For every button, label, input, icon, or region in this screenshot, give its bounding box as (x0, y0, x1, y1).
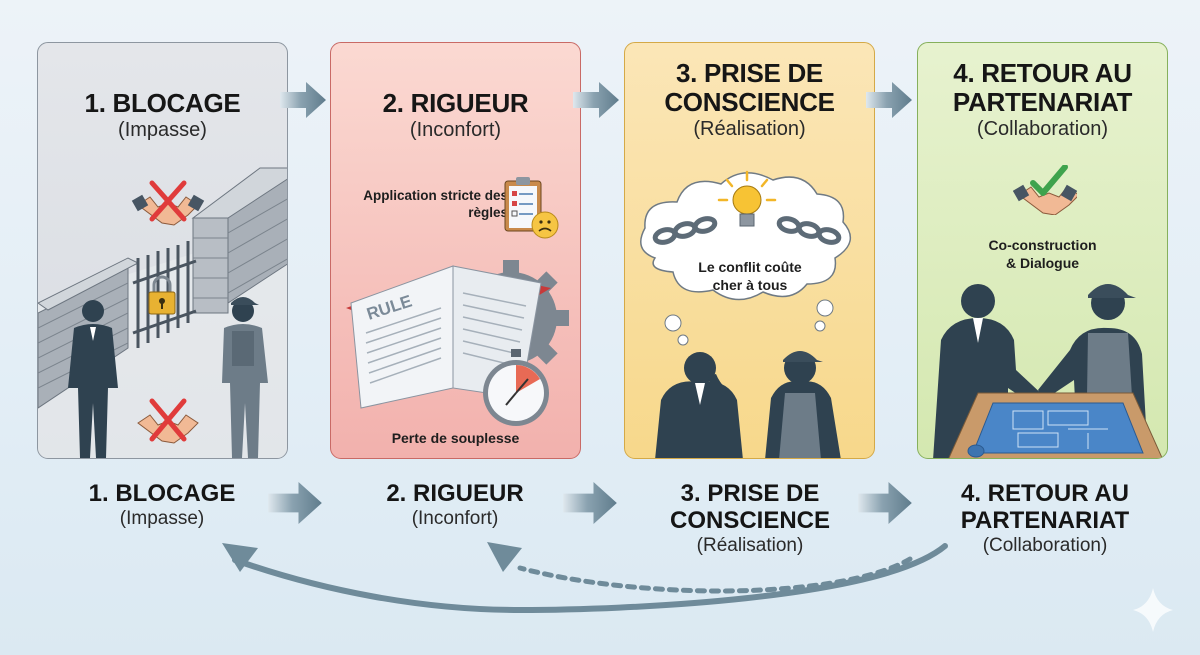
stage-title-line-1: 4. RETOUR AU (953, 58, 1132, 88)
return-arrow-dotted (517, 556, 913, 594)
businessman-figure (68, 300, 118, 458)
cycle-label-title-line-2: CONSCIENCE (669, 507, 831, 534)
clipboard-checklist-icon (504, 177, 559, 239)
handshake-crossed-icon (131, 180, 205, 226)
cycle-label-subtitle: (Inconfort) (411, 508, 499, 529)
flow-arrow-2-3 (573, 82, 619, 118)
stage-title: 1. BLOCAGE (84, 88, 241, 118)
stage-subtitle: (Impasse) (118, 119, 207, 141)
arrowhead-icon (222, 543, 258, 572)
stage-title-line-1: 3. PRISE DE (676, 58, 823, 88)
partnership-illustration (933, 284, 1163, 458)
realisation-illustration (640, 170, 852, 458)
arrowhead-icon (487, 542, 522, 572)
cycle-arrow-2-3 (563, 482, 617, 524)
note-line-2: & Dialogue (1005, 255, 1080, 271)
cycle-label-title: 1. BLOCAGE (88, 480, 236, 507)
flexibility-note: Perte de souplesse (391, 430, 520, 446)
thought-line-2: cher à tous (712, 277, 788, 293)
cycle-label-blocage: 1. BLOCAGE (Impasse) (67, 480, 257, 530)
flow-arrow-3-4 (866, 82, 912, 118)
cycle-arrow-3-4 (858, 482, 912, 524)
cycle-label-title: 2. RIGUEUR (386, 480, 524, 507)
blocage-illustration (38, 167, 287, 458)
note-line-1: Co-construction (988, 237, 1097, 253)
cycle-label-subtitle: (Réalisation) (696, 535, 804, 556)
sad-face-icon (531, 211, 559, 239)
stage-subtitle: (Collaboration) (976, 118, 1109, 140)
stage-title-line-2: CONSCIENCE (664, 87, 835, 117)
cycle-label-prise-de-conscience: 3. PRISE DE CONSCIENCE (Réalisation) (650, 480, 850, 557)
thought-text: Le conflit coûte cher à tous (675, 258, 825, 294)
cycle-label-retour-au-partenariat: 4. RETOUR AU PARTENARIAT (Collaboration) (940, 480, 1150, 557)
stage-title: 2. RIGUEUR (382, 88, 529, 118)
stage-title-block: 3. PRISE DE CONSCIENCE (Réalisation) (625, 59, 874, 142)
locked-gate-icon (132, 241, 197, 348)
stage-panel-blocage: 1. BLOCAGE (Impasse) (37, 42, 288, 459)
cycle-label-subtitle: (Impasse) (119, 508, 205, 529)
handshake-check-icon (1013, 165, 1077, 215)
thought-cloud-icon (640, 172, 852, 346)
stage-title-block: 1. BLOCAGE (Impasse) (38, 89, 287, 143)
stage-title-line-2: PARTENARIAT (952, 87, 1133, 117)
rule-book-illustration: RULE (346, 260, 569, 426)
brick-wall-icon (38, 167, 287, 409)
thought-line-1: Le conflit coûte (698, 259, 802, 275)
handshake-crossed-icon (137, 398, 199, 444)
cycle-label-rigueur: 2. RIGUEUR (Inconfort) (360, 480, 550, 530)
stage-title-block: 4. RETOUR AU PARTENARIAT (Collaboration) (918, 59, 1167, 142)
rule-book-icon: RULE (346, 265, 551, 409)
cycle-label-title-line-1: 4. RETOUR AU (960, 480, 1130, 507)
worker-thinking-figure (765, 351, 841, 458)
cycle-arrow-1-2 (268, 482, 322, 524)
rules-note: Application stricte des règles (363, 188, 508, 220)
padlock-icon (148, 275, 176, 315)
businessman-thinking-figure (655, 352, 743, 458)
stage-subtitle: (Inconfort) (409, 119, 502, 141)
worker-figure (222, 297, 268, 458)
return-arrow-solid (232, 543, 948, 614)
stage-panel-prise-de-conscience: 3. PRISE DE CONSCIENCE (Réalisation) (624, 42, 875, 459)
blueprint-table-icon (948, 392, 1163, 458)
flow-arrow-1-2 (280, 82, 326, 118)
broken-chain-icon (652, 216, 842, 245)
stage-subtitle: (Réalisation) (693, 118, 806, 140)
stage-title-block: 2. RIGUEUR (Inconfort) (331, 89, 580, 143)
cycle-label-subtitle: (Collaboration) (982, 535, 1108, 556)
businessman-figure (933, 284, 1046, 458)
cycle-label-title-line-2: PARTENARIAT (960, 507, 1130, 534)
sparkle-icon (1133, 588, 1173, 632)
stopwatch-icon (483, 349, 549, 426)
cycle-label-title-line-1: 3. PRISE DE (680, 480, 820, 507)
stage-panel-rigueur: 2. RIGUEUR (Inconfort) Application stric… (330, 42, 581, 459)
lightbulb-icon (717, 170, 777, 227)
collaboration-note: Co-construction & Dialogue (918, 236, 1167, 272)
stage-panel-retour-au-partenariat: 4. RETOUR AU PARTENARIAT (Collaboration)… (917, 42, 1168, 459)
